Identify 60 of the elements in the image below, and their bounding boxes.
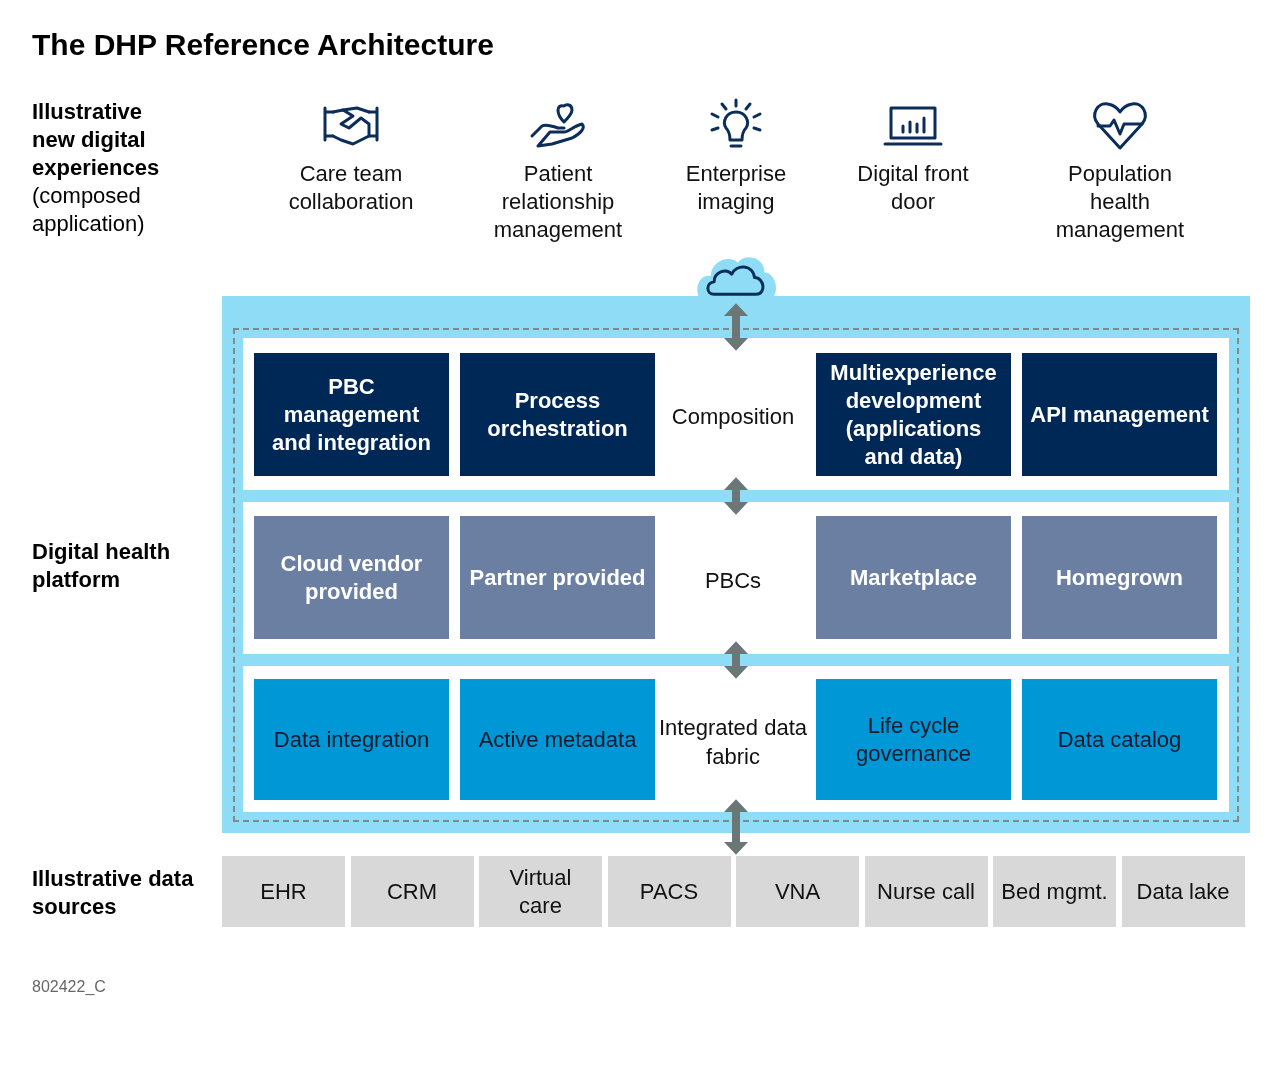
box-label: Partner provided xyxy=(469,563,646,592)
box-label: Life cycle governance xyxy=(855,711,972,768)
double-arrow xyxy=(724,477,748,515)
component-box xyxy=(254,516,449,639)
layer-panel xyxy=(243,338,1229,490)
box-label: Cloud vendor provided xyxy=(279,549,424,606)
data-source-box xyxy=(864,856,988,927)
data-source-box xyxy=(607,856,731,927)
box-label: Marketplace xyxy=(849,563,978,592)
data-source-box xyxy=(479,856,602,927)
row-heading: Illustrative new digital experiences (composed application) xyxy=(32,98,161,238)
title: The DHP Reference Architecture xyxy=(32,28,494,62)
box-label: EHR xyxy=(260,877,307,906)
box-label: Data catalog xyxy=(1057,725,1182,754)
component-box xyxy=(1022,679,1217,800)
experience-label: Population health management xyxy=(1054,160,1186,244)
box-label: Bed mgmt. xyxy=(1001,877,1108,906)
experience-label: Care team collaboration xyxy=(287,160,415,216)
box-label: Homegrown xyxy=(1055,563,1184,592)
figure-id: 802422_C xyxy=(32,978,106,996)
data-source-box xyxy=(350,856,474,927)
data-source-box xyxy=(993,856,1116,927)
component-box xyxy=(1022,516,1217,639)
component-box xyxy=(254,679,449,800)
box-label: Multiexperience development (applications and data) xyxy=(829,358,998,471)
box-label: Process orchestration xyxy=(486,386,629,443)
experience-label: Enterprise imaging xyxy=(684,160,788,216)
data-source-box xyxy=(222,856,345,927)
layer-panel xyxy=(243,502,1229,654)
component-box xyxy=(254,353,449,476)
component-box xyxy=(460,679,655,800)
component-box xyxy=(460,516,655,639)
component-box xyxy=(460,353,655,476)
box-label: API management xyxy=(1030,400,1209,429)
data-source-box xyxy=(1121,856,1245,927)
layer-title: PBCs xyxy=(703,567,763,595)
component-box xyxy=(816,516,1011,639)
layer-panel xyxy=(243,666,1229,812)
double-arrow xyxy=(724,799,748,855)
box-label: Virtual care xyxy=(508,863,573,920)
component-box xyxy=(816,353,1011,476)
data-source-box xyxy=(736,856,859,927)
experience-label: Patient relationship management xyxy=(492,160,624,244)
box-label: Data lake xyxy=(1136,877,1230,906)
layer-title: Composition xyxy=(670,403,796,431)
box-label: PBC management and integration xyxy=(271,372,432,457)
box-label: PACS xyxy=(639,877,699,906)
box-label: Active metadata xyxy=(478,725,637,754)
component-box xyxy=(816,679,1011,800)
experience-label: Digital front door xyxy=(856,160,970,216)
box-label: Data integration xyxy=(273,725,430,754)
row-heading: Digital health platform xyxy=(32,538,172,594)
component-box xyxy=(1022,353,1217,476)
double-arrow xyxy=(724,303,748,351)
layer-title: Integrated data fabric xyxy=(658,714,808,771)
box-label: Nurse call xyxy=(877,877,975,906)
double-arrow xyxy=(724,641,748,679)
box-label: VNA xyxy=(774,877,821,906)
row-heading: Illustrative data sources xyxy=(32,865,195,921)
box-label: CRM xyxy=(386,877,438,906)
